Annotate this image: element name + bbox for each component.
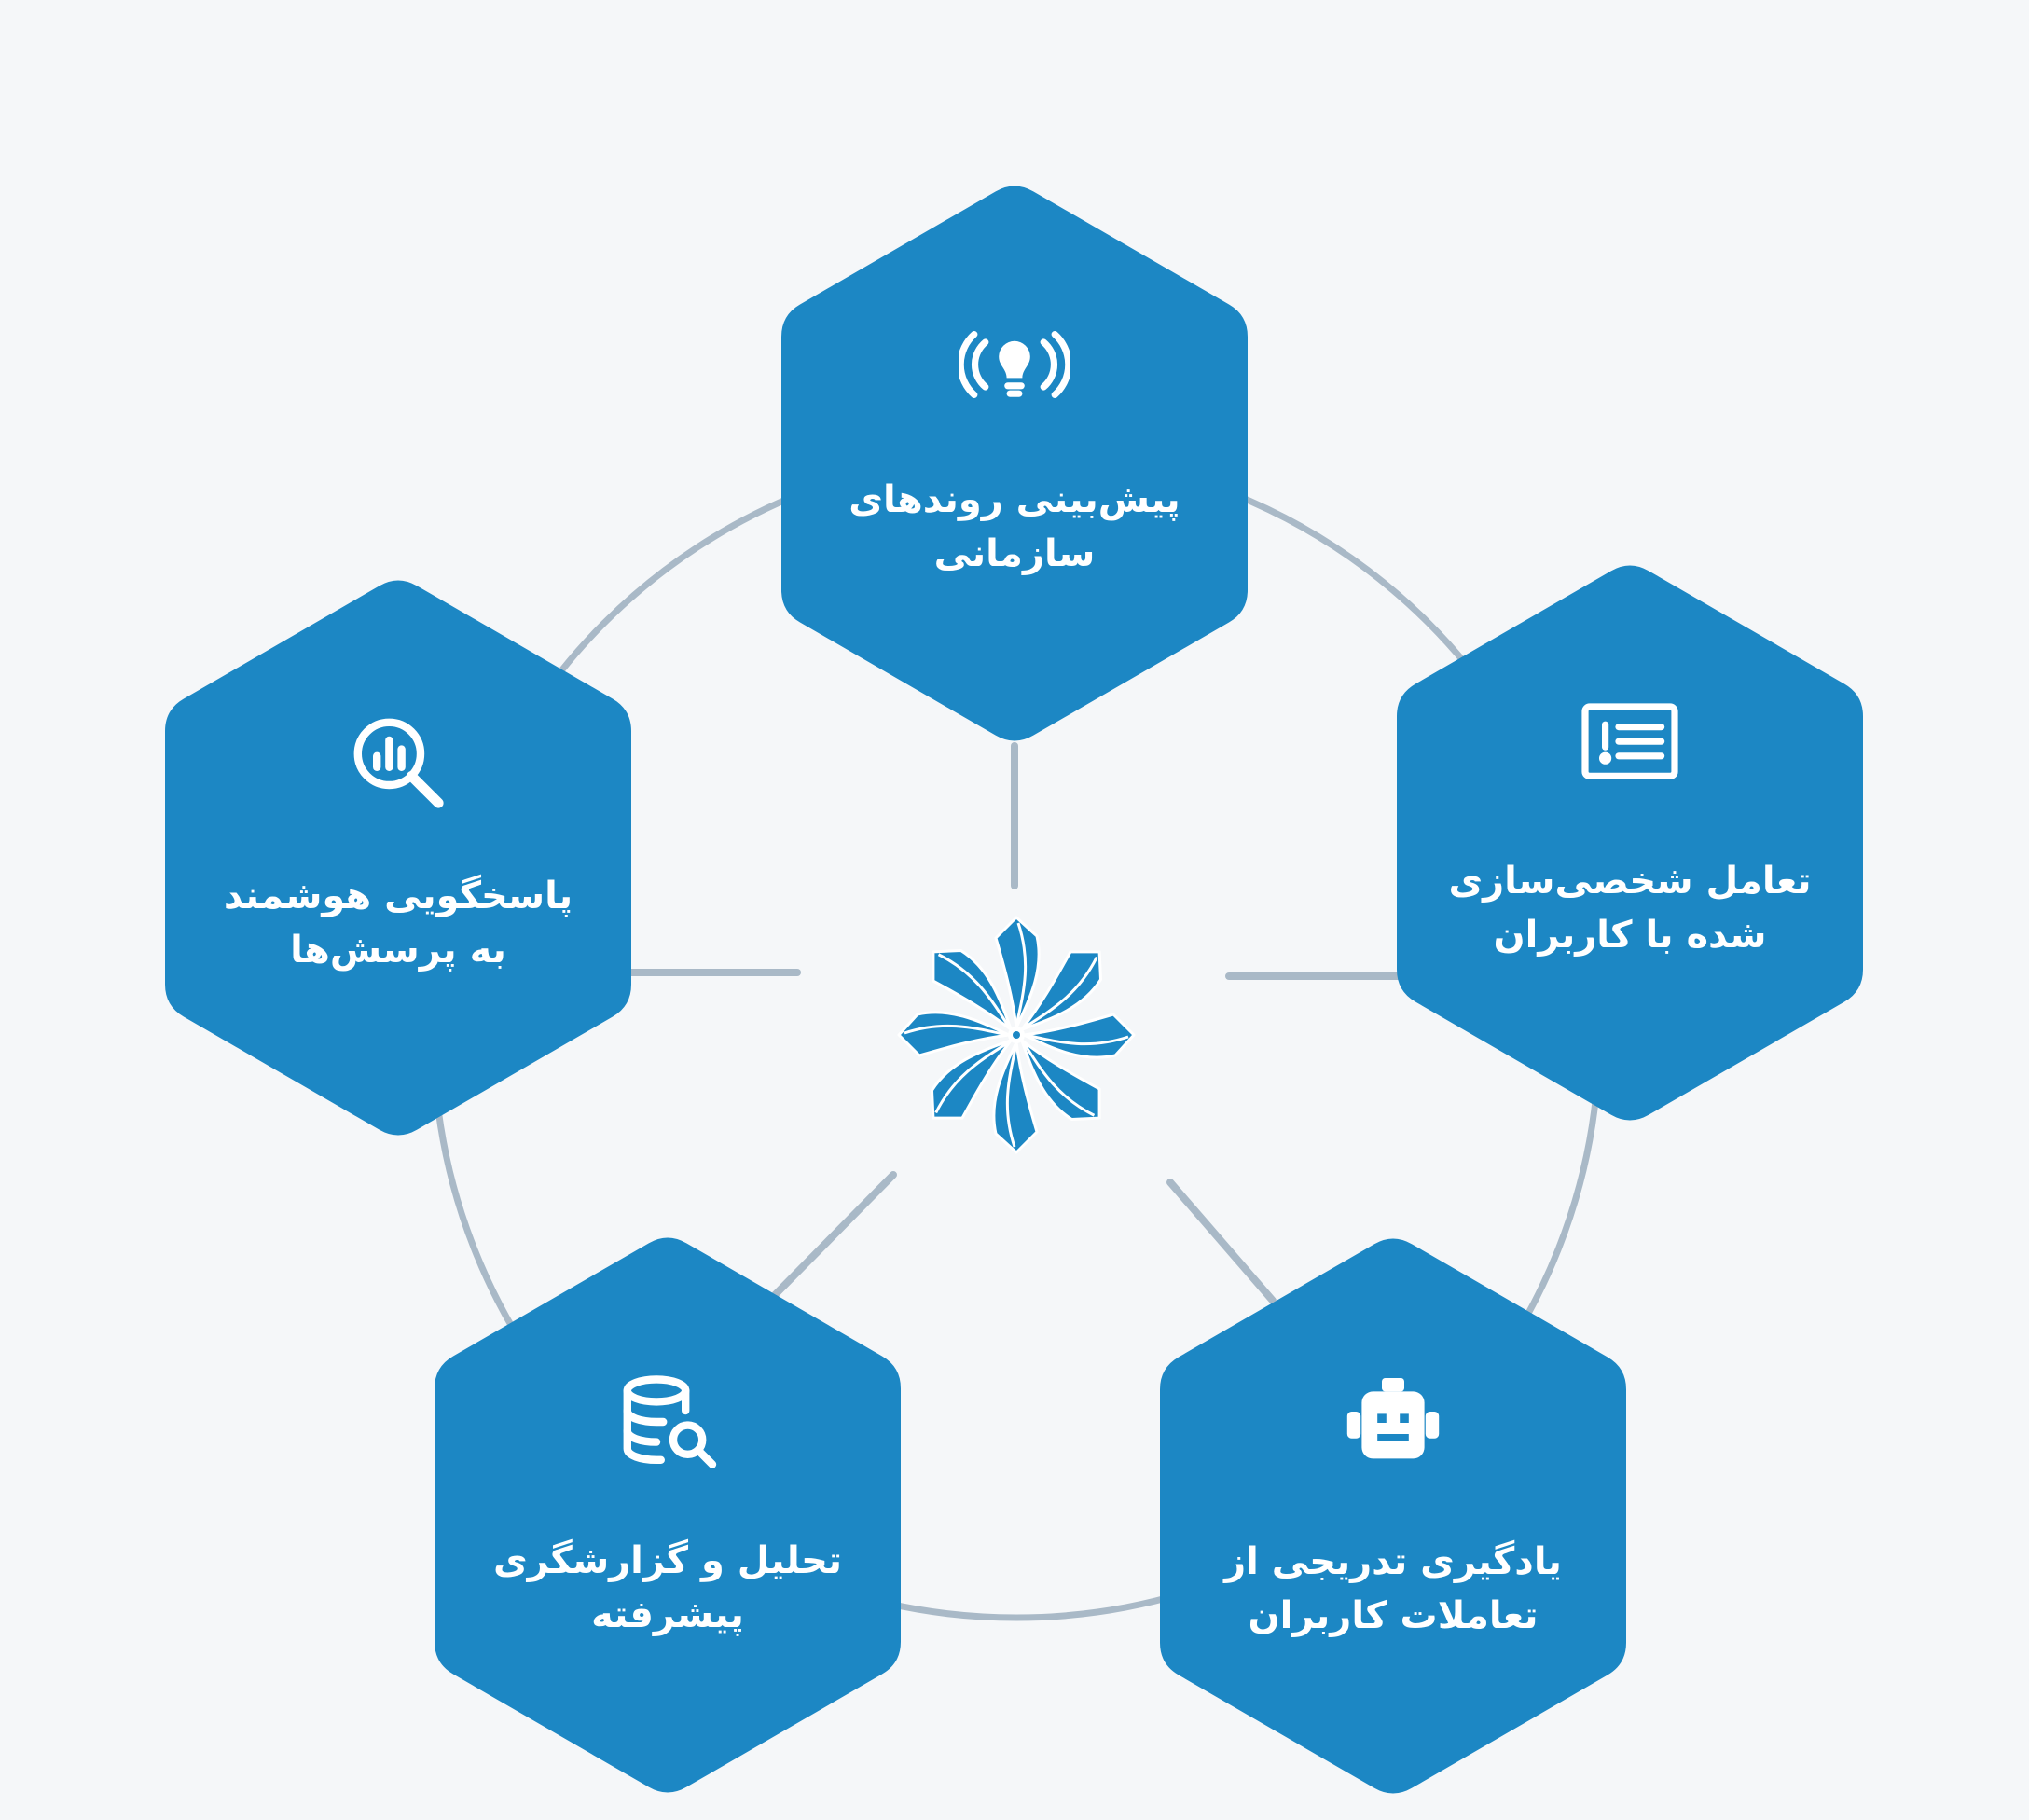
hex-label-line1: تحلیل و گزارشگری [493, 1539, 842, 1582]
robot-icon [1337, 1367, 1449, 1479]
hex-label-answering: پاسخگویی هوشمند به پرسش‌ها [212, 869, 585, 977]
hex-label-trends: پیش‌بینی روندهای سازمانی [828, 473, 1201, 581]
spoke-bottom-right [1166, 1179, 1277, 1304]
hexagon-shape [781, 186, 1248, 741]
hex-label-personalization: تعامل شخصی‌سازی شده با کاربران [1443, 854, 1816, 962]
hex-label-line1: پیش‌بینی روندهای [849, 478, 1180, 521]
eight-point-star-logo-icon [897, 916, 1136, 1154]
hexagon-shape [1160, 1238, 1626, 1794]
spoke-bottom-left [766, 1171, 897, 1304]
hex-label-line2: پیشرفته [591, 1593, 744, 1636]
center-logo [895, 914, 1138, 1156]
hex-label-line2: تعاملات کاربران [1248, 1594, 1539, 1637]
hex-label-analytics: تحلیل و گزارشگری پیشرفته [481, 1534, 854, 1642]
hexagon-shape [165, 580, 631, 1136]
hexagon-shape [1397, 565, 1863, 1121]
hexagon-shape [435, 1237, 901, 1793]
database-search-icon [612, 1366, 724, 1478]
hex-label-line2: شده با کاربران [1493, 914, 1767, 957]
hex-card-analytics: تحلیل و گزارشگری پیشرفته [435, 1235, 901, 1795]
hex-label-line2: به پرسش‌ها [290, 929, 506, 972]
hex-card-answering: پاسخگویی هوشمند به پرسش‌ها [165, 578, 631, 1138]
hex-card-learning: یادگیری تدریجی از تعاملات کاربران [1160, 1236, 1626, 1796]
hex-label-line1: یادگیری تدریجی از [1224, 1540, 1562, 1583]
lightbulb-signal-icon [959, 314, 1070, 426]
hex-label-line1: تعامل شخصی‌سازی [1448, 860, 1812, 903]
hex-label-line1: پاسخگویی هوشمند [223, 875, 573, 917]
chart-search-icon [342, 707, 454, 819]
hex-card-personalization: تعامل شخصی‌سازی شده با کاربران [1397, 563, 1863, 1123]
hex-card-trends: پیش‌بینی روندهای سازمانی [781, 184, 1248, 743]
info-card-icon [1574, 684, 1686, 796]
hex-label-line2: سازمانی [933, 532, 1096, 575]
hex-label-learning: یادگیری تدریجی از تعاملات کاربران [1207, 1535, 1580, 1643]
